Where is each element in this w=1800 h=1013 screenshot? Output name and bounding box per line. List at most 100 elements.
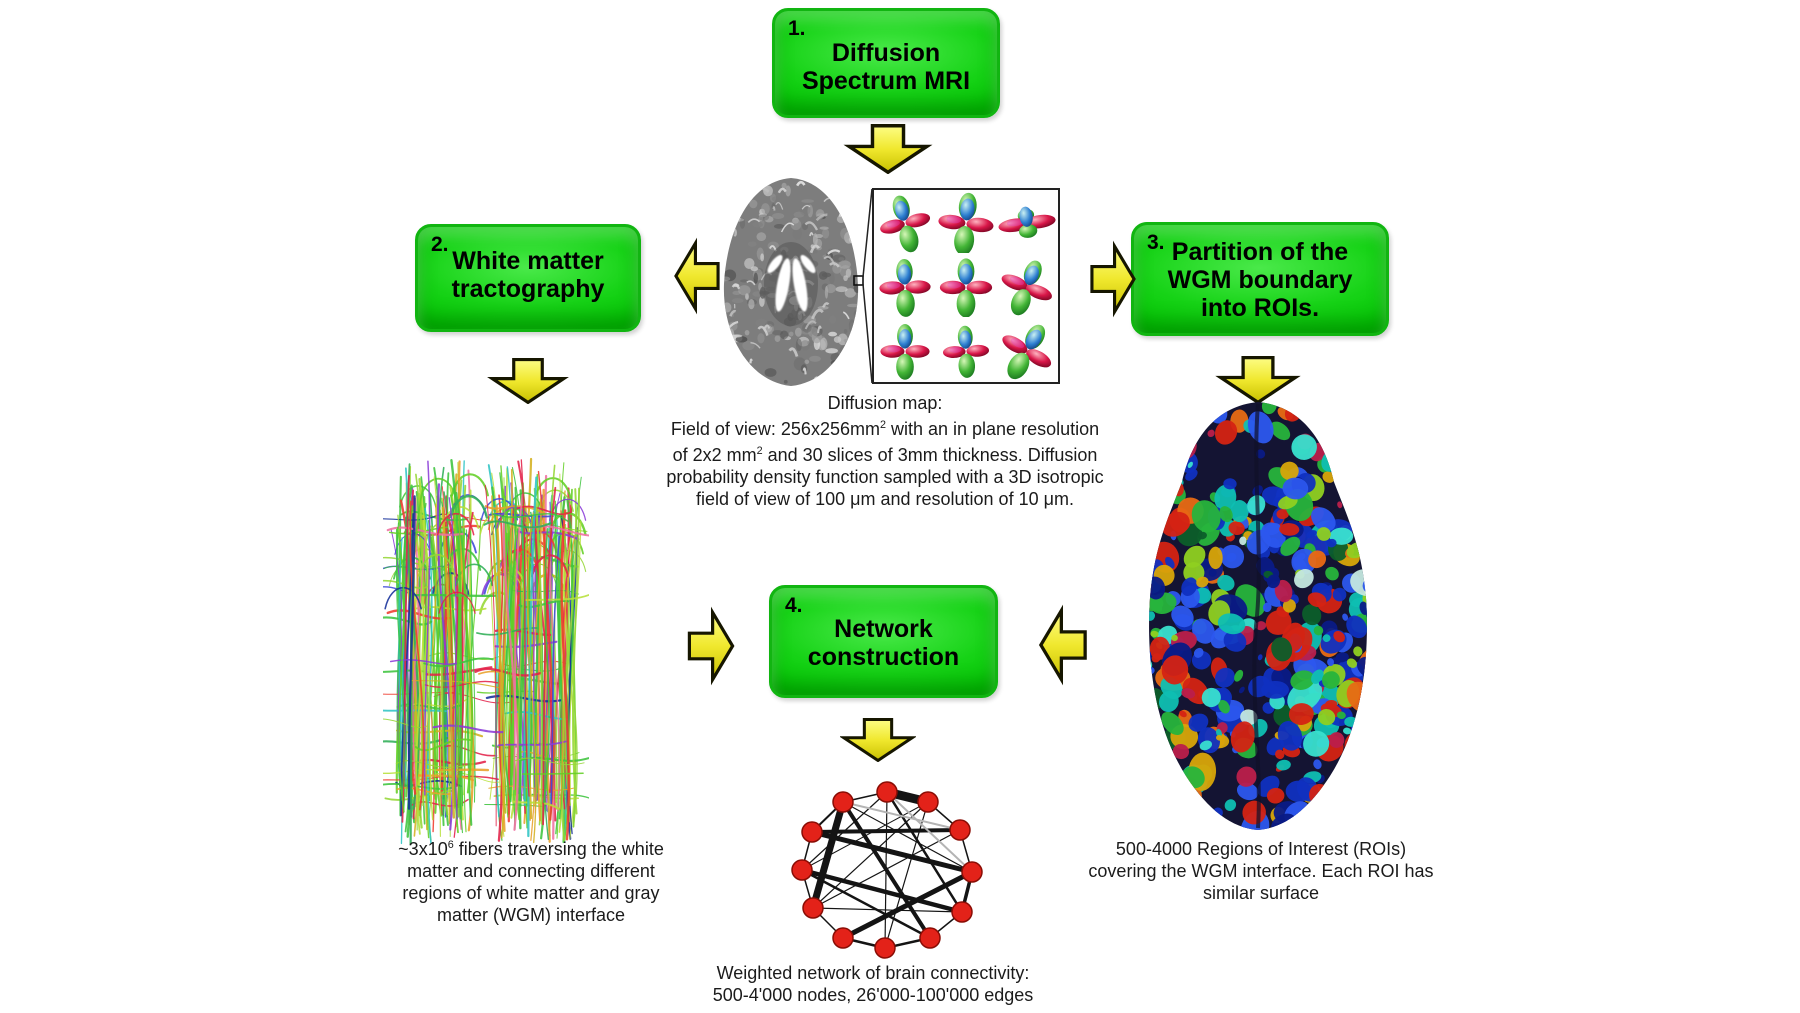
roi-patch: [1288, 703, 1314, 725]
fiber-stroke: [396, 522, 405, 801]
roi-patch: [1346, 658, 1358, 668]
roi-patch: [1187, 461, 1193, 468]
texture-blob: [817, 305, 829, 310]
texture-blob: [795, 338, 802, 352]
roi-patch: [1223, 630, 1247, 652]
roi-patch: [1365, 488, 1367, 510]
roi-patch: [1171, 634, 1178, 642]
roi-patch: [1383, 507, 1394, 539]
roi-patch: [1271, 637, 1293, 662]
roi-patch: [1308, 550, 1327, 569]
roi-patch: [1122, 807, 1154, 836]
texture-blob: [739, 217, 746, 229]
roi-patch: [1217, 613, 1246, 635]
texture-blob: [815, 178, 829, 185]
roi-patch: [1126, 623, 1143, 640]
roi-patch: [1149, 694, 1154, 712]
roi-patch: [1282, 599, 1296, 613]
roi-patch: [1126, 608, 1145, 629]
roi-patch: [1375, 731, 1394, 754]
network-edge: [811, 829, 973, 875]
roi-patch: [1322, 634, 1331, 642]
roi-patch: [1333, 630, 1345, 643]
tractography-image: [383, 457, 589, 846]
fiber-stroke: [419, 480, 434, 821]
texture-blob: [727, 210, 739, 215]
roi-patch: [1197, 531, 1207, 540]
texture-blob: [755, 318, 768, 328]
roi-patch: [1122, 580, 1142, 607]
fiber-stroke: [425, 536, 437, 839]
step-number: 1.: [788, 17, 806, 40]
roi-patch: [1332, 587, 1347, 602]
roi-patch: [1303, 730, 1330, 757]
fiber-stroke: [530, 556, 579, 568]
network-edge: [842, 801, 961, 831]
arrow-down-icon: [843, 124, 933, 174]
texture-blob: [832, 254, 846, 263]
roi-patch: [1156, 488, 1166, 499]
roi-patch: [1313, 759, 1322, 770]
roi-patch: [1247, 411, 1274, 444]
roi-patch: [1294, 569, 1314, 589]
roi-patch: [1219, 506, 1233, 523]
texture-blob: [856, 276, 859, 287]
fiber-stroke: [560, 509, 570, 841]
roi-patch: [1214, 667, 1235, 688]
gyri-streak: [796, 180, 806, 187]
texture-blob: [845, 346, 856, 359]
network-node: [961, 861, 983, 883]
roi-patch: [1240, 709, 1258, 726]
fiber-stroke: [469, 530, 476, 803]
roi-patch: [1264, 522, 1281, 536]
roi-patch: [1367, 574, 1373, 583]
roi-patch: [1311, 507, 1336, 532]
texture-blob: [724, 228, 730, 232]
odf-glyph: [874, 254, 935, 318]
network-edge: [812, 829, 961, 909]
roi-patch: [1224, 799, 1237, 811]
roi-patch: [1366, 461, 1367, 489]
texture-blob: [781, 182, 787, 189]
roi-brain-image: [1122, 402, 1394, 836]
texture-blob: [828, 367, 839, 378]
gyri-streak: [745, 197, 750, 203]
texture-blob: [809, 380, 821, 386]
fiber-stroke: [449, 494, 461, 834]
texture-blob: [755, 178, 759, 189]
roi-patch: [1230, 721, 1255, 753]
roi-patch: [1155, 772, 1179, 794]
roi-patch: [1122, 625, 1144, 651]
roi-patch: [1362, 728, 1367, 740]
network-edge: [801, 801, 929, 871]
roi-patch: [1149, 611, 1156, 621]
texture-blob: [794, 327, 802, 337]
gyri-streak: [811, 308, 824, 320]
texture-blob: [848, 319, 856, 333]
roi-patch: [1392, 555, 1394, 577]
roi-patch: [1238, 686, 1245, 694]
texture-blob: [839, 344, 853, 356]
roi-patch: [1306, 409, 1333, 428]
texture-blob: [745, 293, 749, 300]
roi-patch: [1332, 780, 1342, 788]
roi-patch: [1217, 574, 1235, 591]
texture-blob: [812, 233, 818, 246]
texture-blob: [790, 219, 802, 231]
gyri-streak: [817, 325, 822, 334]
fiber-stroke: [491, 495, 506, 839]
roi-patch: [1353, 756, 1361, 764]
fiber-stroke: [488, 785, 575, 791]
texture-blob: [731, 298, 744, 304]
roi-patch: [1371, 661, 1391, 682]
roi-patch: [1392, 616, 1394, 645]
roi-patch: [1266, 787, 1285, 804]
fiber-stroke: [412, 593, 497, 597]
texture-blob: [824, 285, 829, 299]
texture-blob: [809, 355, 821, 362]
roi-patch: [1345, 764, 1365, 784]
roi-patch: [1357, 656, 1367, 679]
texture-blob: [837, 333, 848, 346]
